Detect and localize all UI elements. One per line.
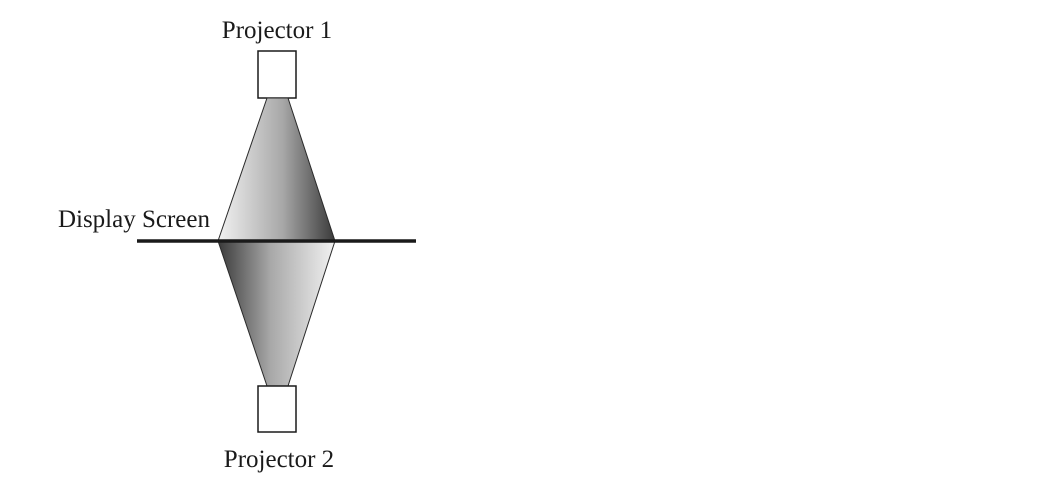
projector-1-label: Projector 1 — [222, 17, 332, 44]
projector-2-box — [257, 385, 297, 433]
projector-1-box — [257, 50, 297, 99]
projector-2-label: Projector 2 — [224, 446, 334, 473]
projector-1-beam — [217, 97, 336, 242]
projector-2-beam — [217, 240, 336, 387]
display-screen-label: Display Screen — [58, 206, 211, 233]
